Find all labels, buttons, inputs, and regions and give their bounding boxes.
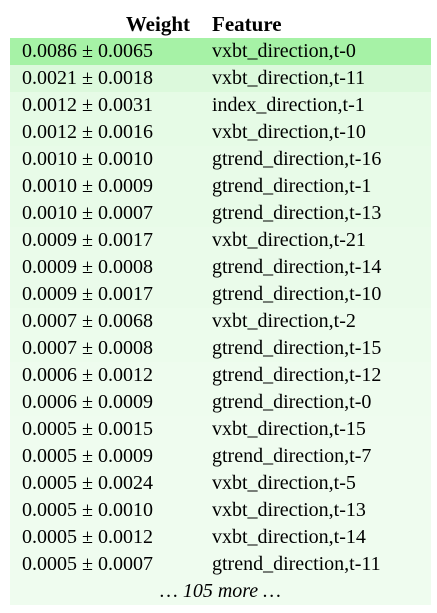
weight-cell: 0.0005 ± 0.0009 [22, 445, 153, 467]
table-row: 0.0007 ± 0.0068 vxbt_direction,t-2 [10, 308, 431, 335]
weight-cell: 0.0005 ± 0.0012 [22, 526, 153, 548]
feature-cell: vxbt_direction,t-0 [212, 40, 356, 62]
more-features-label: … 105 more … [160, 580, 281, 602]
feature-cell: gtrend_direction,t-10 [212, 283, 382, 305]
feature-weights-table: Weight Feature 0.0086 ± 0.0065 vxbt_direc… [10, 10, 431, 605]
table-row: 0.0009 ± 0.0008 gtrend_direction,t-14 [10, 254, 431, 281]
table-row: 0.0005 ± 0.0009 gtrend_direction,t-7 [10, 443, 431, 470]
feature-cell: index_direction,t-1 [212, 94, 365, 116]
table-row: 0.0005 ± 0.0012 vxbt_direction,t-14 [10, 524, 431, 551]
table-row: 0.0006 ± 0.0012 gtrend_direction,t-12 [10, 362, 431, 389]
feature-cell: gtrend_direction,t-15 [212, 337, 382, 359]
weight-cell: 0.0006 ± 0.0009 [22, 391, 153, 413]
table-row: 0.0005 ± 0.0015 vxbt_direction,t-15 [10, 416, 431, 443]
feature-cell: gtrend_direction,t-16 [212, 148, 382, 170]
feature-cell: vxbt_direction,t-14 [212, 526, 366, 548]
weight-cell: 0.0021 ± 0.0018 [22, 67, 153, 89]
weight-column-header: Weight [125, 12, 190, 36]
feature-cell: vxbt_direction,t-15 [212, 418, 366, 440]
table-row: 0.0009 ± 0.0017 vxbt_direction,t-21 [10, 227, 431, 254]
weight-cell: 0.0007 ± 0.0068 [22, 310, 153, 332]
weight-cell: 0.0009 ± 0.0017 [22, 283, 153, 305]
weight-cell: 0.0007 ± 0.0008 [22, 337, 153, 359]
table-row: 0.0005 ± 0.0010 vxbt_direction,t-13 [10, 497, 431, 524]
table-row: 0.0006 ± 0.0009 gtrend_direction,t-0 [10, 389, 431, 416]
weight-cell: 0.0010 ± 0.0010 [22, 148, 153, 170]
table-row: 0.0086 ± 0.0065 vxbt_direction,t-0 [10, 38, 431, 65]
weight-cell: 0.0005 ± 0.0007 [22, 553, 153, 575]
table-row: 0.0012 ± 0.0031 index_direction,t-1 [10, 92, 431, 119]
table-row: 0.0005 ± 0.0007 gtrend_direction,t-11 [10, 551, 431, 578]
weight-cell: 0.0009 ± 0.0008 [22, 256, 153, 278]
table-row: 0.0012 ± 0.0016 vxbt_direction,t-10 [10, 119, 431, 146]
table-row: 0.0010 ± 0.0009 gtrend_direction,t-1 [10, 173, 431, 200]
header-row: Weight Feature [10, 10, 431, 38]
weight-cell: 0.0009 ± 0.0017 [22, 229, 153, 251]
feature-column-header: Feature [212, 12, 282, 36]
table-row: 0.0021 ± 0.0018 vxbt_direction,t-11 [10, 65, 431, 92]
feature-cell: gtrend_direction,t-12 [212, 364, 382, 386]
weight-cell: 0.0086 ± 0.0065 [22, 40, 153, 62]
weight-cell: 0.0006 ± 0.0012 [22, 364, 153, 386]
feature-cell: vxbt_direction,t-11 [212, 67, 366, 89]
feature-cell: vxbt_direction,t-13 [212, 499, 366, 521]
table-row: 0.0010 ± 0.0007 gtrend_direction,t-13 [10, 200, 431, 227]
feature-cell: vxbt_direction,t-5 [212, 472, 356, 494]
feature-weights-panel: Weight Feature 0.0086 ± 0.0065 vxbt_direc… [10, 10, 431, 605]
feature-cell: gtrend_direction,t-14 [212, 256, 382, 278]
feature-cell: vxbt_direction,t-10 [212, 121, 366, 143]
feature-cell: vxbt_direction,t-2 [212, 310, 356, 332]
more-features-row: … 105 more … [10, 578, 431, 605]
table-header: Weight Feature [10, 10, 431, 38]
feature-cell: vxbt_direction,t-21 [212, 229, 366, 251]
weight-cell: 0.0005 ± 0.0010 [22, 499, 153, 521]
table-row: 0.0007 ± 0.0008 gtrend_direction,t-15 [10, 335, 431, 362]
feature-cell: gtrend_direction,t-0 [212, 391, 372, 413]
feature-cell: gtrend_direction,t-7 [212, 445, 372, 467]
weight-cell: 0.0005 ± 0.0015 [22, 418, 153, 440]
weight-cell: 0.0005 ± 0.0024 [22, 472, 153, 494]
table-row: 0.0005 ± 0.0024 vxbt_direction,t-5 [10, 470, 431, 497]
feature-cell: gtrend_direction,t-1 [212, 175, 372, 197]
feature-cell: gtrend_direction,t-11 [212, 553, 381, 575]
weight-cell: 0.0010 ± 0.0009 [22, 175, 153, 197]
table-row: 0.0010 ± 0.0010 gtrend_direction,t-16 [10, 146, 431, 173]
weight-cell: 0.0012 ± 0.0016 [22, 121, 153, 143]
feature-cell: gtrend_direction,t-13 [212, 202, 382, 224]
weight-cell: 0.0010 ± 0.0007 [22, 202, 153, 224]
weight-cell: 0.0012 ± 0.0031 [22, 94, 153, 116]
table-row: 0.0009 ± 0.0017 gtrend_direction,t-10 [10, 281, 431, 308]
table-body: 0.0086 ± 0.0065 vxbt_direction,t-0 0.0021 … [10, 38, 431, 605]
